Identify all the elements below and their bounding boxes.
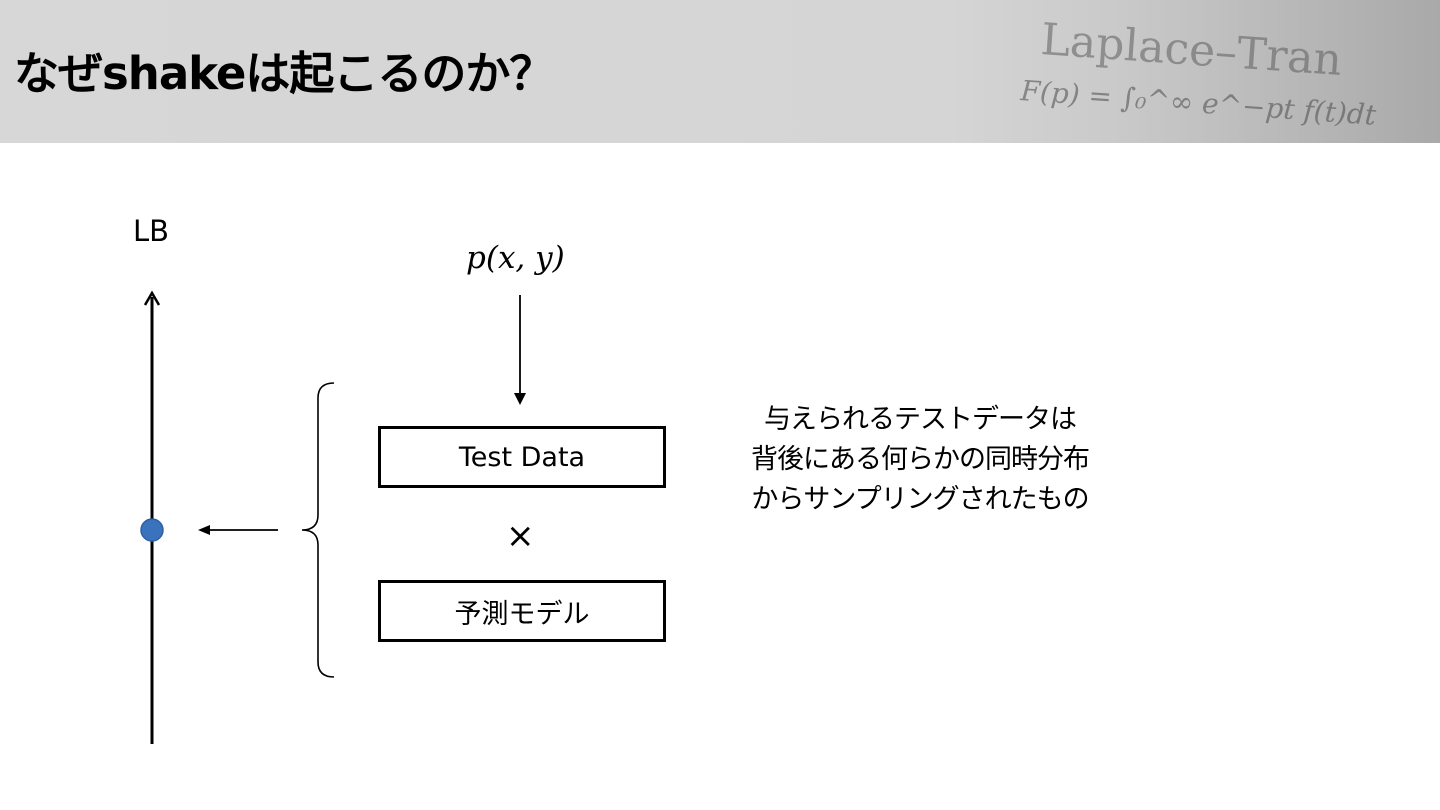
prediction-model-label: 予測モデル [454,598,590,630]
result-arrowhead [198,525,210,535]
joint-distribution-formula: p(x, y) [466,240,565,276]
test-data-box: Test Data [378,426,666,488]
sampling-arrowhead [514,393,526,405]
prediction-model-box: 予測モデル [378,580,666,642]
score-point [140,518,164,542]
formula-background-image: Laplace–Tran F(p) = ∫₀^∞ e^−pt f(t)dt [1019,14,1378,132]
header-banner: Laplace–Tran F(p) = ∫₀^∞ e^−pt f(t)dt なぜ… [0,0,1440,143]
explanation-line-3: からサンプリングされたもの [751,484,1089,515]
multiply-operator: × [506,516,535,556]
explanation-text: 与えられるテストデータは 背後にある何らかの同時分布 からサンプリングされたもの [710,400,1130,520]
grouping-brace [301,382,335,678]
explanation-line-2: 背後にある何らかの同時分布 [751,444,1090,475]
lb-axis-label: LB [133,214,170,248]
test-data-label: Test Data [458,441,586,473]
explanation-line-1: 与えられるテストデータは [764,404,1077,435]
lb-axis-arrowhead [143,290,161,306]
page-title: なぜshakeは起こるのか？ [14,47,554,100]
